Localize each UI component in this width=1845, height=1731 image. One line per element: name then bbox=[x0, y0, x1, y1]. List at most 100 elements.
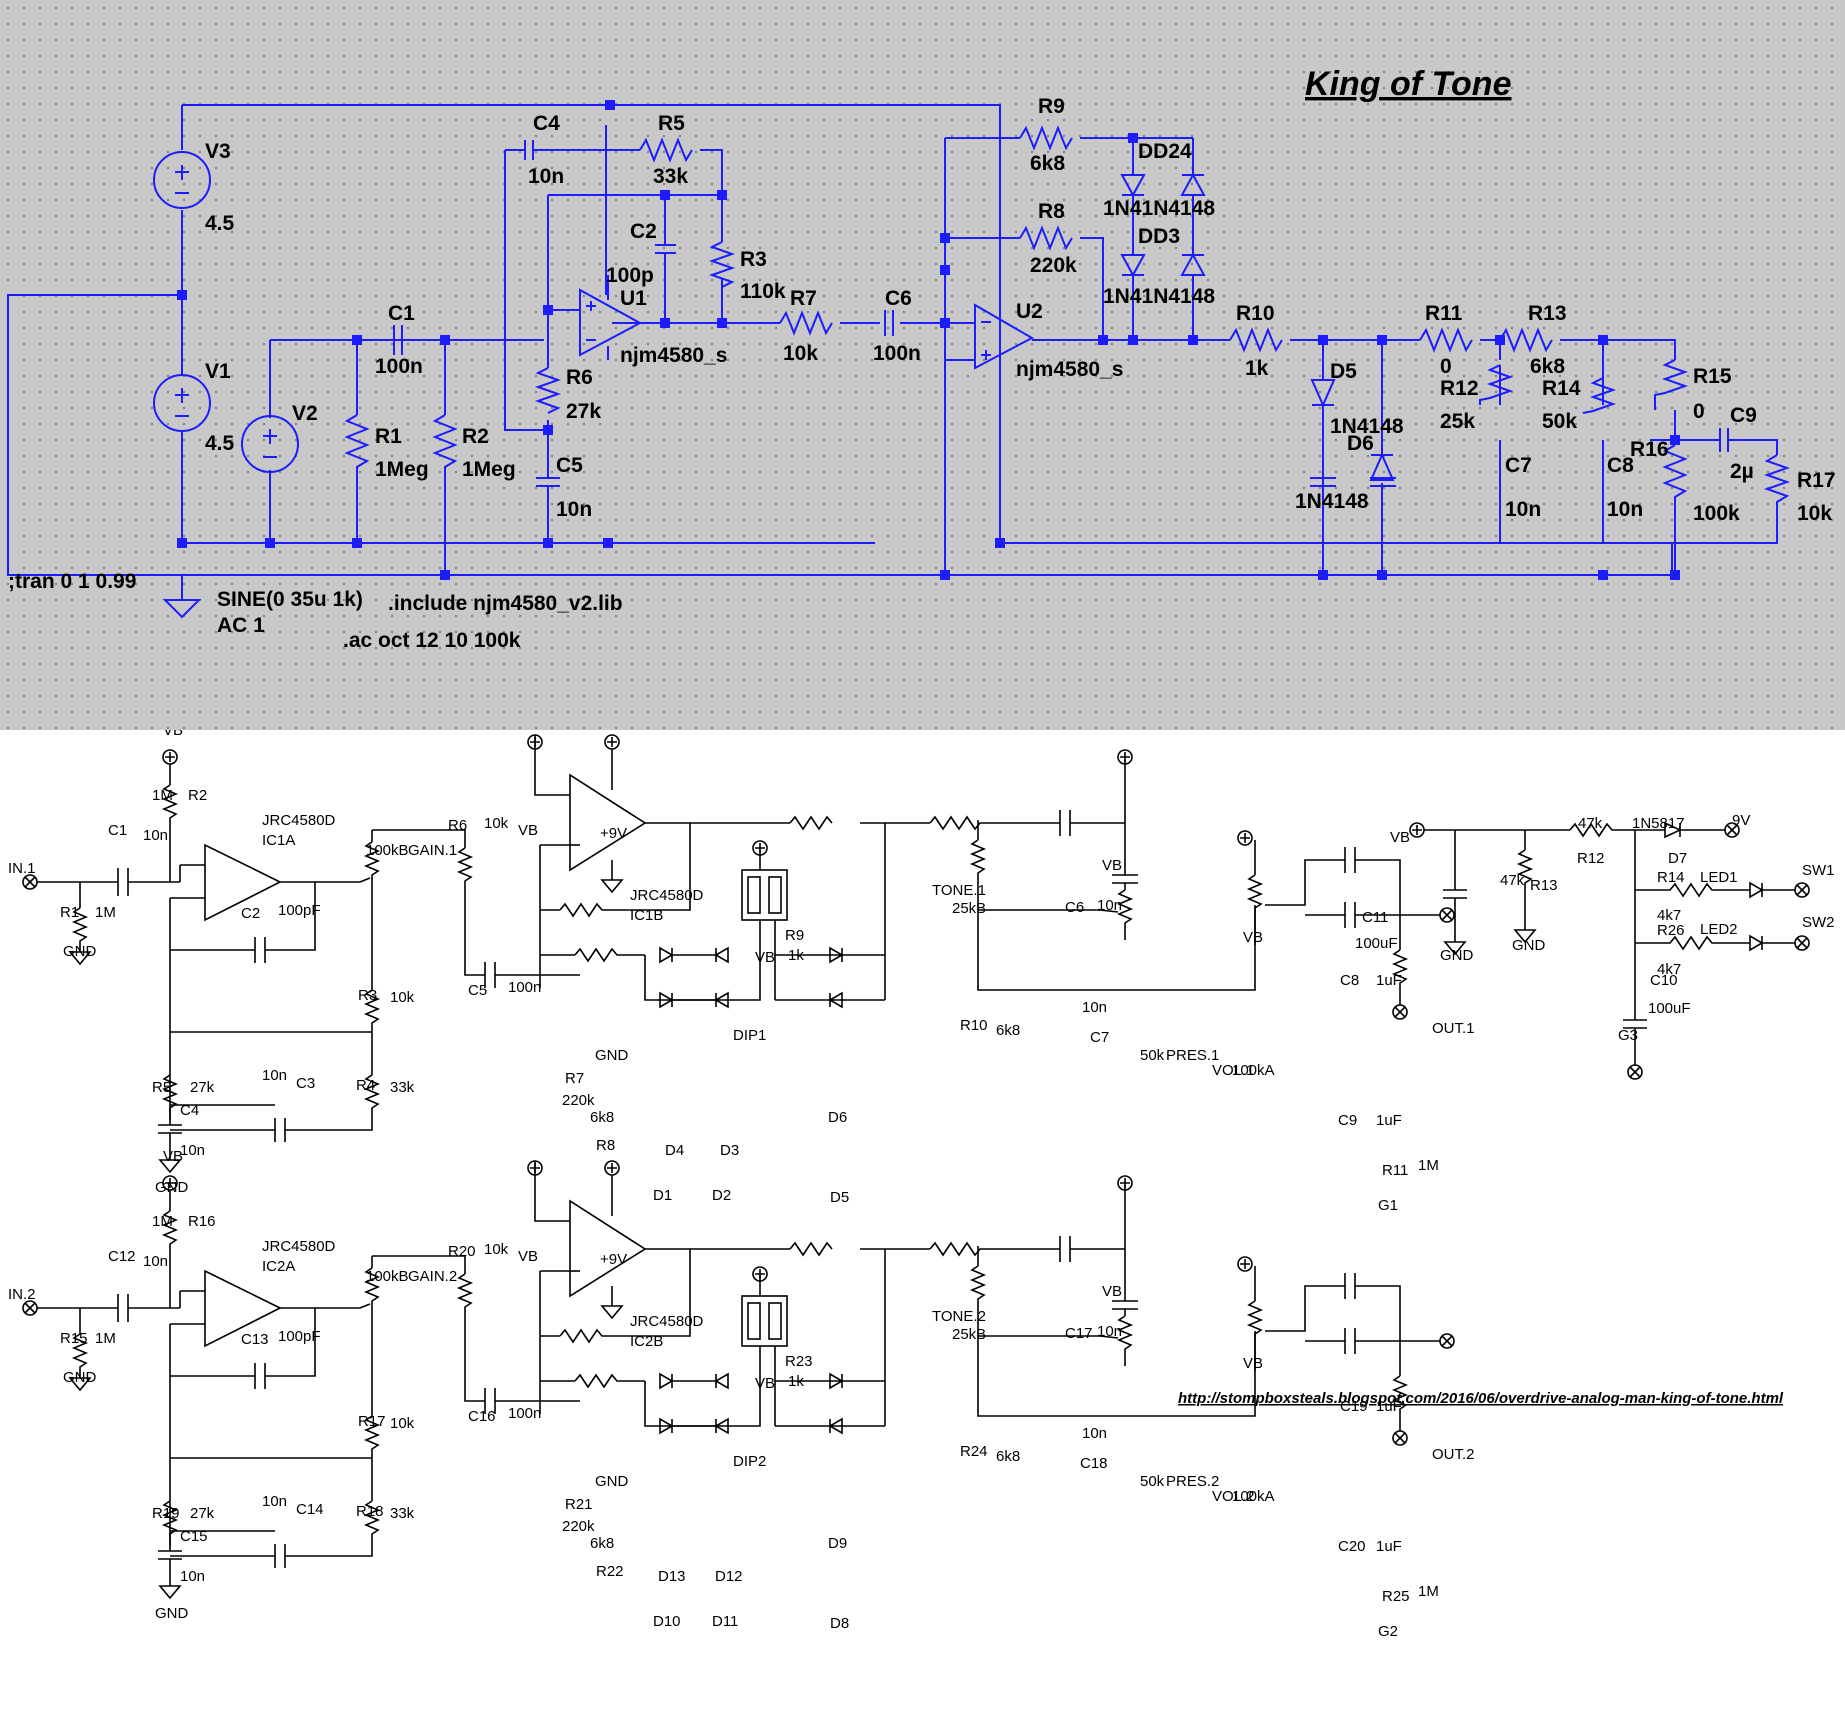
component-value-c1: 100n bbox=[375, 355, 423, 378]
component-ref-r11: R11 bbox=[1425, 302, 1463, 325]
component-value-r16: 100k bbox=[1693, 502, 1740, 525]
channel-1-label: 4k7 bbox=[1657, 907, 1681, 924]
channel-1-label: 1M bbox=[152, 787, 173, 804]
component-value-r7: 10k bbox=[783, 342, 818, 365]
source-url[interactable]: http://stompboxsteals.blogspot.com/2016/… bbox=[1178, 1390, 1784, 1407]
channel-2-label: R24 bbox=[960, 1443, 988, 1460]
component-ref-v3: V3 bbox=[205, 140, 231, 163]
component-value-v1: 4.5 bbox=[205, 432, 235, 455]
channel-2-label: C19 bbox=[1340, 1398, 1368, 1415]
component-ref-r8: R8 bbox=[1038, 200, 1065, 223]
channel-2-label: 100kA bbox=[1232, 1488, 1275, 1505]
channel-1-label: 100kA bbox=[1232, 1062, 1275, 1079]
channel-2-label: 10n bbox=[1097, 1323, 1122, 1340]
channel-2-label: 1M bbox=[95, 1330, 116, 1347]
component-value-c6: 100n bbox=[873, 342, 921, 365]
diode-ref-upper: DD24 bbox=[1138, 140, 1192, 163]
component-ref-c2: C2 bbox=[630, 220, 657, 243]
channel-1-label: D1 bbox=[653, 1187, 672, 1204]
channel-1-label: IN.1 bbox=[8, 860, 36, 877]
channel-2-label: 6k8 bbox=[590, 1535, 614, 1552]
channel-2-label: R18 bbox=[356, 1503, 384, 1520]
component-value-c2: 100p bbox=[606, 264, 654, 287]
component-value-r2: 1Meg bbox=[462, 458, 516, 481]
channel-1-label: 1uF bbox=[1376, 1112, 1402, 1129]
diode-value-lower: 1N41N4148 bbox=[1103, 285, 1215, 308]
component-value-r6: 27k bbox=[566, 400, 601, 423]
component-ref-r3: R3 bbox=[740, 248, 767, 271]
channel-1-label: R1 bbox=[60, 904, 79, 921]
channel-2-label: 6k8 bbox=[996, 1448, 1020, 1465]
diode-ref-lower: DD3 bbox=[1138, 225, 1180, 248]
channel-1-label: C3 bbox=[296, 1075, 315, 1092]
channel-1-label: C9 bbox=[1338, 1112, 1357, 1129]
channel-2-label: JRC4580D bbox=[630, 1313, 704, 1330]
component-ref-r5: R5 bbox=[658, 112, 685, 135]
component-value-r9: 6k8 bbox=[1030, 152, 1065, 175]
channel-1-label: 6k8 bbox=[996, 1022, 1020, 1039]
component-value-c8: 10n bbox=[1607, 498, 1643, 521]
channel-2-label: GAIN.2 bbox=[408, 1268, 457, 1285]
channel-1-label: R9 bbox=[785, 927, 804, 944]
component-ref-c6: C6 bbox=[885, 287, 912, 310]
channel-2-label: 25kB bbox=[952, 1326, 986, 1343]
diode-value-upper: 1N41N4148 bbox=[1103, 197, 1215, 220]
component-ref-r15: R15 bbox=[1693, 365, 1732, 388]
channel-2-label: 10n bbox=[143, 1253, 168, 1270]
channel-2-label: 1M bbox=[152, 1213, 173, 1230]
channel-1-label: D3 bbox=[720, 1142, 739, 1159]
component-value-r8: 220k bbox=[1030, 254, 1077, 277]
component-value-r11: 0 bbox=[1440, 355, 1452, 378]
component-ref-c9: C9 bbox=[1730, 404, 1757, 427]
channel-1-label: 1N5817 bbox=[1632, 815, 1685, 832]
channel-1-label: 27k bbox=[190, 1079, 215, 1096]
component-value-r3: 110k bbox=[740, 280, 786, 303]
component-value-u1: njm4580_s bbox=[620, 344, 727, 367]
channel-1-label: JRC4580D bbox=[630, 887, 704, 904]
channel-2-label: R15 bbox=[60, 1330, 88, 1347]
channel-1-label: 100kB bbox=[366, 842, 409, 859]
channel-1-label: 10n bbox=[1097, 897, 1122, 914]
channel-2-label: GND bbox=[63, 1369, 97, 1386]
channel-1-label: G1 bbox=[1378, 1197, 1398, 1214]
channel-2-label: VB bbox=[163, 1148, 183, 1165]
channel-2-label: IC2B bbox=[630, 1333, 663, 1350]
channel-1-label: C2 bbox=[241, 905, 260, 922]
channel-2-label: 100pF bbox=[278, 1328, 321, 1345]
channel-2-label: 33k bbox=[390, 1505, 415, 1522]
component-ref-r14: R14 bbox=[1542, 377, 1581, 400]
channel-1-label: C8 bbox=[1340, 972, 1359, 989]
channel-2-label: 1uF bbox=[1376, 1538, 1402, 1555]
channel-1-label: C6 bbox=[1065, 899, 1084, 916]
channel-1-label: R6 bbox=[448, 817, 467, 834]
channel-1-label: R5 bbox=[152, 1079, 171, 1096]
channel-1-label: R11 bbox=[1382, 1162, 1408, 1179]
channel-2-label: R25 bbox=[1382, 1588, 1410, 1605]
channel-1-label: 10k bbox=[390, 989, 415, 1006]
channel-2-label: C12 bbox=[108, 1248, 136, 1265]
channel-1-label: GND bbox=[63, 943, 97, 960]
channel-1-label: 100uF bbox=[1648, 1000, 1691, 1017]
channel-2-label: VB bbox=[755, 1375, 775, 1392]
component-ref-d6: D6 bbox=[1347, 432, 1374, 455]
channel-1-label: 1M bbox=[1418, 1157, 1439, 1174]
pedal-schematic-drawing: VBR21MC110nIN.1R11MGNDJRC4580DIC1AC2100p… bbox=[8, 730, 1835, 1640]
channel-1-label: C7 bbox=[1090, 1029, 1109, 1046]
channel-1-label: VB bbox=[1390, 829, 1410, 846]
channel-1-label: 10n bbox=[180, 1142, 205, 1159]
channel-1-label: R4 bbox=[356, 1077, 375, 1094]
component-ref-c1: C1 bbox=[388, 302, 415, 325]
channel-1-label: D4 bbox=[665, 1142, 684, 1159]
component-ref-r10: R10 bbox=[1236, 302, 1275, 325]
channel-1-label: 220k bbox=[562, 1092, 595, 1109]
channel-1-label: JRC4580D bbox=[262, 812, 336, 829]
component-ref-r17: R17 bbox=[1797, 469, 1836, 492]
channel-1-label: SW1 bbox=[1802, 862, 1835, 879]
channel-2-label: VB bbox=[1102, 1283, 1122, 1300]
channel-1-label: R3 bbox=[358, 987, 377, 1004]
channel-1-label: R13 bbox=[1530, 877, 1558, 894]
channel-2-label: D9 bbox=[828, 1535, 847, 1552]
channel-2-label: R22 bbox=[596, 1563, 624, 1580]
